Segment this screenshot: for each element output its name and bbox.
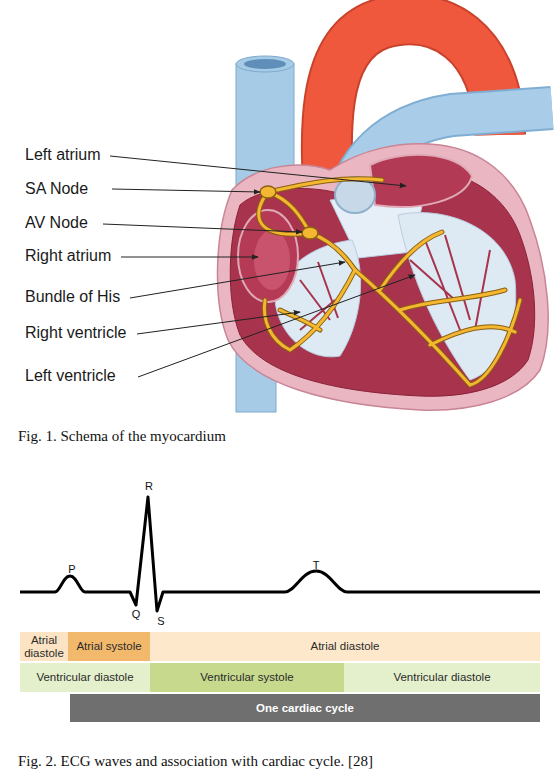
purkinje-fibres	[280, 232, 515, 345]
phase-band: Atrial systole	[68, 632, 150, 661]
right-bundle-path	[264, 270, 355, 350]
band-text: Ventricular systole	[198, 671, 295, 684]
part-name: Bundle of His	[25, 288, 120, 306]
leader-line	[103, 224, 302, 232]
part-name: AV Node	[25, 214, 88, 232]
conduction-system	[259, 179, 520, 385]
leader-line	[130, 262, 345, 298]
figure-caption: Fig. 2. ECG waves and association with c…	[18, 753, 373, 770]
phase-band: Ventricular diastole	[20, 663, 150, 692]
leader-line	[112, 189, 260, 192]
leader-line	[110, 156, 406, 186]
purkinje-fibres	[280, 232, 515, 345]
leader-line	[137, 312, 300, 334]
band-text: Ventricular diastole	[34, 671, 135, 684]
band-text: Atrial diastole	[308, 640, 381, 653]
band-text: Atrial diastole	[20, 634, 68, 660]
part-name: Right atrium	[25, 247, 111, 265]
internodal-path	[268, 192, 310, 233]
band-text: One cardiac cycle	[254, 702, 356, 715]
figure-caption: Fig. 1. Schema of the myocardium	[18, 428, 226, 445]
wave-label: R	[145, 480, 153, 493]
wave-label: T	[313, 559, 320, 572]
phase-band: One cardiac cycle	[70, 694, 540, 722]
part-name: Left atrium	[25, 146, 101, 164]
av-node-symbol	[302, 227, 318, 239]
internodal-path	[268, 192, 310, 233]
interatrial-path	[268, 179, 382, 192]
left-atrium-chamber	[370, 155, 472, 207]
vena-cava-lumen	[244, 59, 286, 69]
phase-band: Ventricular diastole	[344, 663, 540, 692]
part-name: Right ventricle	[25, 324, 126, 342]
leader-line	[138, 275, 415, 377]
right-atrium-inner	[254, 230, 290, 290]
leader-lines	[103, 156, 415, 377]
phase-band: Ventricular systole	[150, 663, 344, 692]
right-atrium-chamber	[238, 210, 298, 302]
wave-label: S	[157, 615, 164, 628]
phase-band: Atrial diastole	[20, 632, 68, 661]
sa-node-symbol	[260, 186, 276, 198]
vena-cava-opening	[236, 56, 294, 72]
phase-band: Atrial diastole	[150, 632, 540, 661]
band-text: Ventricular diastole	[391, 671, 492, 684]
part-name: SA Node	[25, 180, 88, 198]
interatrial-path	[268, 179, 382, 192]
ecg-trace	[20, 497, 540, 611]
band-text: Atrial systole	[74, 640, 143, 653]
wave-label: P	[68, 563, 75, 576]
wave-label: Q	[132, 608, 141, 621]
conduction-outline	[259, 179, 520, 385]
part-name: Left ventricle	[25, 367, 116, 385]
leader-line	[121, 257, 258, 258]
